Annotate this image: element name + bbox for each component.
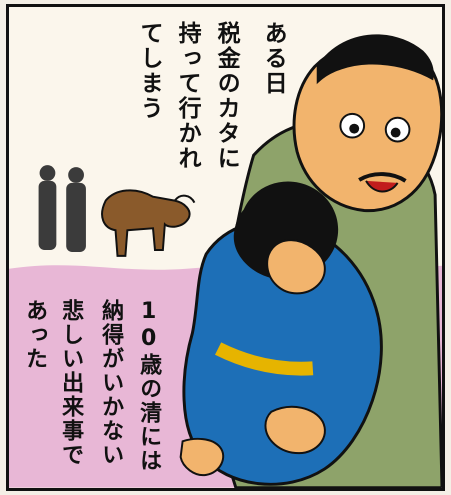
caption-line-1: ある日 — [260, 21, 287, 96]
caption-line-7: 悲しい出来事で — [58, 299, 84, 467]
caption-line-8: あった — [22, 299, 48, 371]
caption-line-2: 税金のカタに — [213, 21, 240, 171]
caption-line-5: 10歳の清には — [136, 299, 162, 473]
caption-line-4: てしまう — [136, 21, 163, 121]
scene-illustration — [9, 7, 442, 488]
caption-line-3: 持って行かれ — [174, 21, 201, 171]
caption-line-6: 納得がいかない — [98, 299, 124, 467]
manga-panel: ある日 税金のカタに 持って行かれ てしまう 10歳の清には 納得がいかない 悲… — [6, 4, 445, 491]
